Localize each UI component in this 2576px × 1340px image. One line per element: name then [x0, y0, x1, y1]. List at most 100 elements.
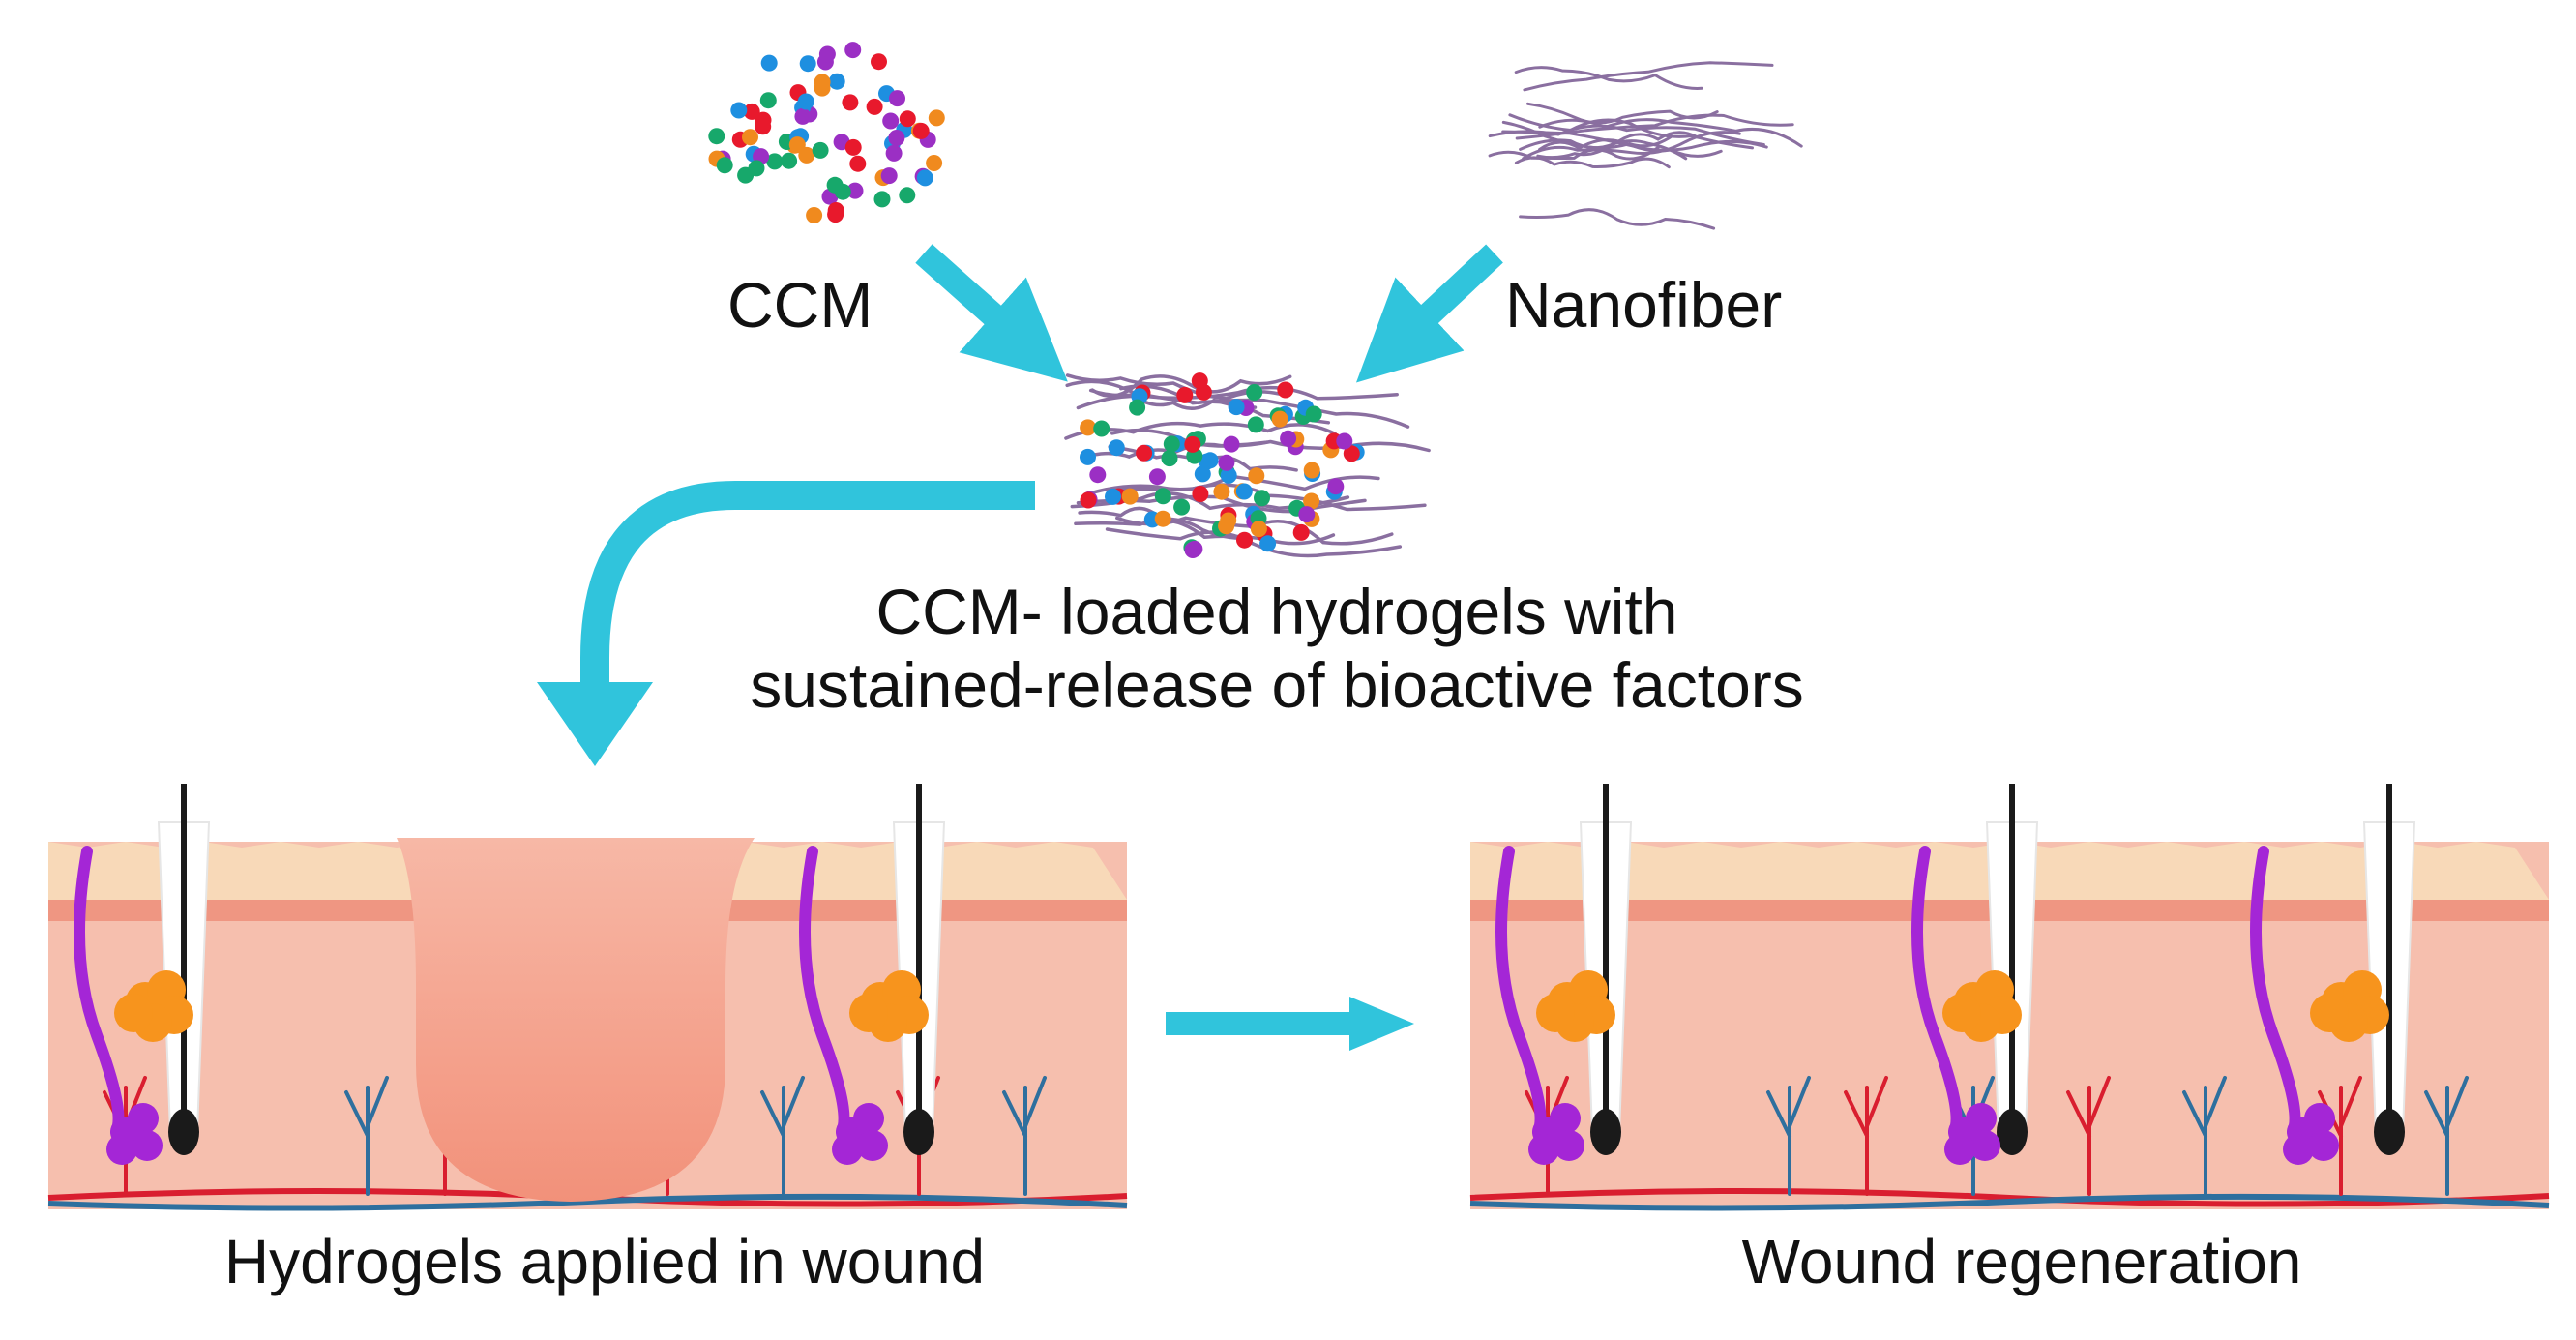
fiber-strand: [1110, 428, 1431, 453]
particle-dot: [806, 207, 823, 223]
artery: [1469, 1188, 2550, 1207]
product-label-line1: CCM- loaded hydrogels with: [875, 576, 1678, 647]
fiber-strand: [1519, 208, 1716, 230]
particle-dot: [882, 112, 900, 130]
particle-dot: [846, 182, 864, 199]
particle-dot: [818, 45, 836, 63]
particle-dot: [1248, 467, 1265, 485]
particle-dot: [794, 107, 812, 125]
particle-dot: [828, 73, 845, 90]
particle-dot: [827, 206, 844, 223]
particle-dot: [1247, 416, 1264, 433]
gland-lobe: [1944, 1134, 1975, 1165]
gland-lobe: [128, 1103, 159, 1134]
capillary: [1844, 1076, 1888, 1196]
particle-dot: [1136, 444, 1153, 462]
fiber-strand: [1514, 66, 1703, 90]
gland-lobe: [106, 1134, 137, 1165]
nerve-fiber: [74, 846, 125, 1138]
particle-dot: [1228, 399, 1245, 416]
particle-dot: [871, 53, 887, 71]
nerve-fiber: [2250, 846, 2301, 1138]
gland-lobe: [1554, 1130, 1584, 1161]
particle-dot: [1154, 510, 1171, 527]
particle-dot: [1080, 448, 1096, 465]
hair-bulb: [1997, 1109, 2028, 1155]
particle-dot: [1184, 435, 1201, 453]
hair-bulb: [2374, 1109, 2405, 1155]
gland-lobe: [2304, 1103, 2335, 1134]
particle-dot: [760, 54, 778, 72]
arrow-ccm-to-hydrogel: [915, 244, 1068, 382]
particle-dot: [1176, 386, 1194, 403]
arrow-nanofiber-to-hydrogel: [1355, 244, 1503, 383]
particle-dot: [1121, 488, 1139, 505]
particle-dot: [1191, 372, 1208, 390]
particle-dot: [759, 92, 777, 109]
particle-dot: [844, 138, 862, 156]
fat-cell: [1942, 994, 1981, 1032]
gland-lobe: [132, 1130, 163, 1161]
fat-cell: [114, 994, 153, 1032]
particle-dot: [1336, 432, 1353, 450]
particle-dot: [928, 109, 945, 127]
fiber-strand: [1508, 113, 1754, 150]
gland-lobe: [1550, 1103, 1581, 1134]
particle-dot: [873, 191, 891, 208]
particle-dot: [849, 155, 867, 172]
fat-cell: [2310, 994, 2349, 1032]
nerve-fiber: [1911, 846, 1963, 1138]
capillary: [1002, 1076, 1047, 1196]
regeneration-caption: Wound regeneration: [1741, 1227, 2302, 1296]
fat-cell: [1536, 994, 1575, 1032]
particle-dot: [742, 129, 758, 146]
nanofiber-label: Nanofiber: [1505, 269, 1783, 341]
arrow-hydrogel-to-wound: [580, 481, 1035, 689]
particle-dot: [1089, 466, 1107, 484]
skin-healed-icon: [1469, 784, 2550, 1211]
particle-dot: [1277, 381, 1294, 399]
particle-dot: [1199, 453, 1216, 470]
vein: [47, 1193, 1128, 1211]
capillary: [2424, 1076, 2469, 1196]
capillary: [2066, 1076, 2111, 1196]
particle-dot: [1223, 435, 1240, 453]
particle-dot: [1184, 542, 1201, 558]
particle-dot: [743, 103, 760, 120]
particle-dot: [916, 169, 933, 187]
particle-dot: [1080, 419, 1097, 436]
particle-dot: [766, 153, 784, 170]
particle-dot: [880, 167, 898, 185]
vein: [1469, 1193, 2550, 1211]
fiber-strand: [1105, 527, 1403, 558]
arrows: [537, 244, 1503, 1051]
gland-lobe: [1966, 1103, 1997, 1134]
product-label: CCM- loaded hydrogels with sustained-rel…: [677, 576, 1877, 723]
gland-lobe: [2283, 1134, 2314, 1165]
product-label-line2: sustained-release of bioactive factors: [750, 648, 1804, 721]
particle-dot: [1280, 430, 1297, 447]
particle-dot: [926, 155, 943, 171]
particle-dot: [1192, 486, 1209, 502]
ccm-particles-icon: [708, 42, 945, 223]
particle-dot: [1235, 483, 1253, 500]
hair-bulb: [903, 1109, 934, 1155]
particle-dot: [826, 176, 844, 194]
fiber-strand: [1065, 373, 1282, 401]
particle-dot: [899, 187, 916, 204]
particle-dot: [755, 118, 772, 135]
fiber-strand: [1074, 518, 1336, 546]
particle-dot: [1218, 454, 1235, 471]
hair-bulb: [168, 1109, 199, 1155]
capillary: [2182, 1076, 2227, 1196]
particle-dot: [888, 130, 905, 146]
particle-dot: [842, 94, 859, 111]
capillary: [344, 1076, 389, 1196]
particle-dot: [1213, 483, 1230, 500]
fiber-strand: [1119, 384, 1410, 429]
particle-dot: [1194, 465, 1211, 483]
particle-dot: [1218, 518, 1235, 535]
particle-dot: [1236, 531, 1253, 549]
